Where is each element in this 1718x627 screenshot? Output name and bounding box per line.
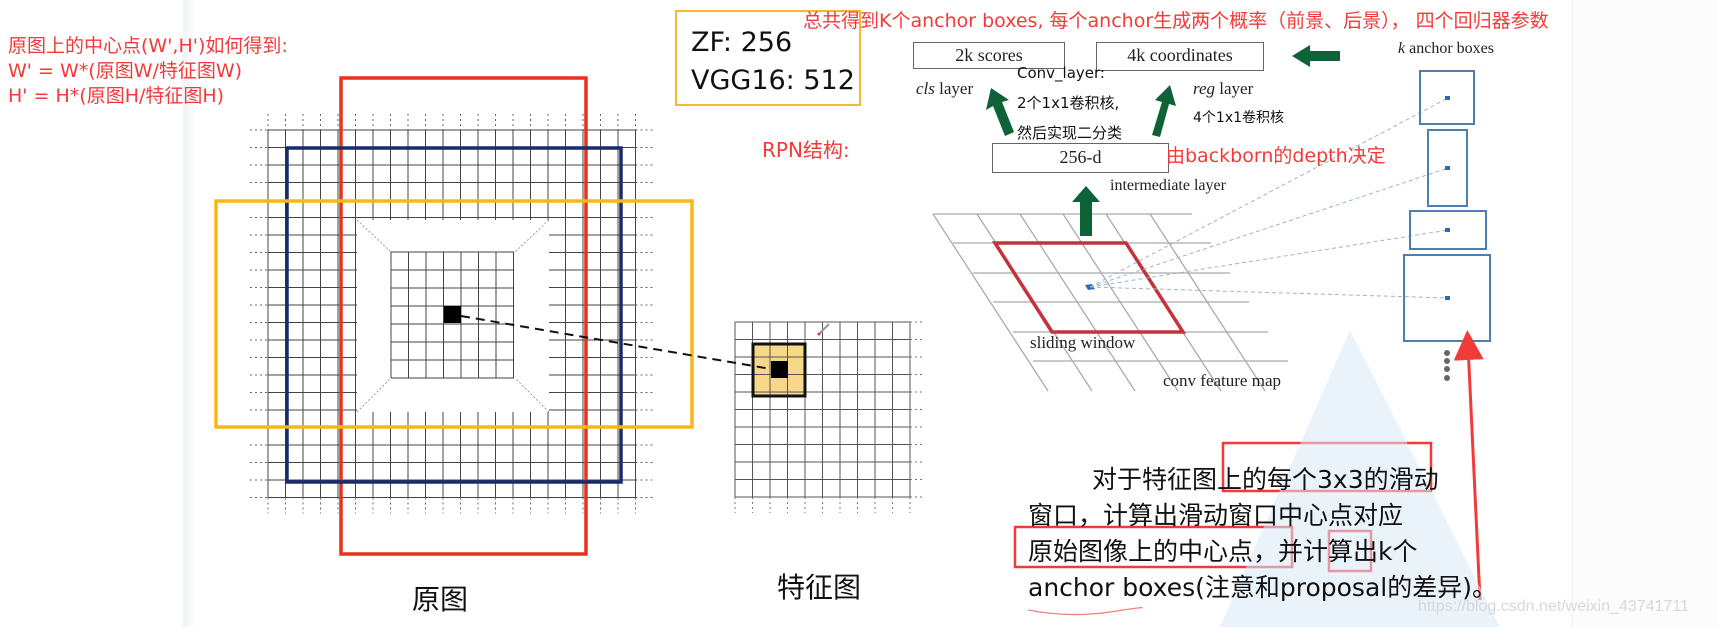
conv-feature-map-label: conv feature map xyxy=(1163,371,1281,390)
more-anchors-ellipsis-icon xyxy=(1444,350,1450,381)
anchor-projection-lines xyxy=(1089,97,1449,299)
explanation-paragraph: 对于特征图上的每个3x3的滑动 窗口，计算出滑动窗口中心点对应 原始图像上的中心… xyxy=(1028,462,1528,606)
sliding-window-label: sliding window xyxy=(1030,333,1136,352)
reg-conv-note: 4个1x1卷积核 xyxy=(1193,110,1285,126)
arrow-up-icon xyxy=(1072,186,1100,236)
backbone-depth-box: ZF: 256 VGG16: 512 xyxy=(675,10,861,106)
cls-output-box: 2k scores xyxy=(913,42,1065,69)
explanation-line-4-post: (注意和proposal的差异)。 xyxy=(1195,573,1497,602)
conv-layer-note: Conv_layer: 2个1x1卷积核, 然后实现二分类 xyxy=(1017,58,1122,148)
conv-feature-map-grid xyxy=(932,213,1288,392)
left-margin-strip xyxy=(183,0,197,627)
explanation-line-1: 对于特征图上的每个3x3的滑动 xyxy=(1028,462,1528,498)
feature-center-point xyxy=(771,361,788,378)
conv-layer-title: Conv_layer: xyxy=(1017,64,1105,82)
formula-note: 原图上的中心点(W',H')如何得到: W' = W*(原图W/特征图W) H'… xyxy=(8,34,288,109)
feature-3x3-window xyxy=(751,342,807,398)
depth-determined-note: 由backborn的depth决定 xyxy=(1166,145,1386,167)
explanation-line-1-highlight: 每个3x3的滑动 xyxy=(1267,465,1439,494)
explanation-line-2: 窗口，计算出滑动窗口中心点对应 xyxy=(1028,501,1404,530)
conv-layer-line-2: 然后实现二分类 xyxy=(1017,124,1123,142)
reg-layer-label: reg layer xyxy=(1193,79,1253,99)
reg-italic: reg xyxy=(1193,79,1216,98)
intermediate-layer-box: 256-d xyxy=(992,143,1169,173)
k-anchor-boxes xyxy=(1403,70,1491,342)
red-arrow-anchors xyxy=(1453,330,1484,601)
background-shape xyxy=(1220,330,1500,627)
arrow-reg-icon xyxy=(1152,85,1176,137)
reg-output-label: 4k coordinates xyxy=(1127,45,1233,65)
explanation-line-3-k: k个 xyxy=(1378,537,1418,566)
k-italic: k xyxy=(1398,40,1406,57)
arrow-left-icon xyxy=(1292,45,1340,67)
feature-map-grid xyxy=(734,321,911,498)
center-perspective-lines xyxy=(356,219,550,413)
original-center-grid xyxy=(390,251,514,379)
anchor-summary-note: 总共得到K个anchor boxes, 每个anchor生成两个概率（前景、后景… xyxy=(803,10,1549,32)
caption-original-image: 原图 xyxy=(412,583,469,616)
conv-layer-line-1: 2个1x1卷积核, xyxy=(1017,94,1120,112)
anchor-box-wide xyxy=(214,199,694,429)
formula-line-1: 原图上的中心点(W',H')如何得到: xyxy=(8,35,288,57)
zf-depth: ZF: 256 xyxy=(691,27,793,58)
cls-layer-suffix: layer xyxy=(939,79,974,98)
rpn-structure-label: RPN结构: xyxy=(762,138,850,162)
watermark: https://blog.csdn.net/weixin_43741711 xyxy=(1418,598,1690,615)
green-arrows xyxy=(986,45,1340,236)
formula-line-3: H' = H*(原图H/特征图H) xyxy=(8,85,225,107)
intermediate-layer-label: intermediate layer xyxy=(1110,177,1226,194)
pen-cursor-icon xyxy=(817,323,830,336)
explanation-line-3-highlight: 原始图像上的中心点 xyxy=(1028,537,1254,566)
anchor-centers xyxy=(1445,96,1450,300)
cls-italic: cls xyxy=(916,79,935,98)
k-anchor-boxes-header: k anchor boxes xyxy=(1398,40,1494,58)
right-margin-strip xyxy=(1572,0,1718,627)
cls-layer-label: cls layer xyxy=(916,79,973,99)
caption-feature-map: 特征图 xyxy=(777,571,862,604)
anchor-box-square xyxy=(285,146,623,484)
explanation-line-4: anchor boxes(注意和proposal的差异)。 xyxy=(1028,570,1528,606)
cls-output-label: 2k scores xyxy=(955,45,1023,65)
reg-output-box: 4k coordinates xyxy=(1096,42,1264,71)
feature-dotted-extensions xyxy=(734,321,922,513)
underline-anchor-boxes xyxy=(1027,606,1143,616)
arrow-cls-icon xyxy=(986,88,1014,136)
anchor-header-text: anchor boxes xyxy=(1409,40,1494,57)
reg-layer-suffix: layer xyxy=(1219,79,1254,98)
vgg16-depth: VGG16: 512 xyxy=(691,65,855,96)
center-mapping-line xyxy=(460,315,772,370)
explanation-line-3: 原始图像上的中心点，并计算出k个 xyxy=(1028,534,1528,570)
explanation-line-1-pre: 对于特征图上的 xyxy=(1092,465,1268,494)
explanation-anchor-boxes: anchor boxes xyxy=(1028,573,1196,602)
sliding-window-box xyxy=(991,241,1187,334)
original-center-point xyxy=(444,306,461,323)
anchor-box-tall xyxy=(339,76,588,556)
formula-line-2: W' = W*(原图W/特征图W) xyxy=(8,60,243,82)
intermediate-value: 256-d xyxy=(1059,147,1102,167)
explanation-line-3-post: ，并计算出 xyxy=(1253,537,1379,566)
